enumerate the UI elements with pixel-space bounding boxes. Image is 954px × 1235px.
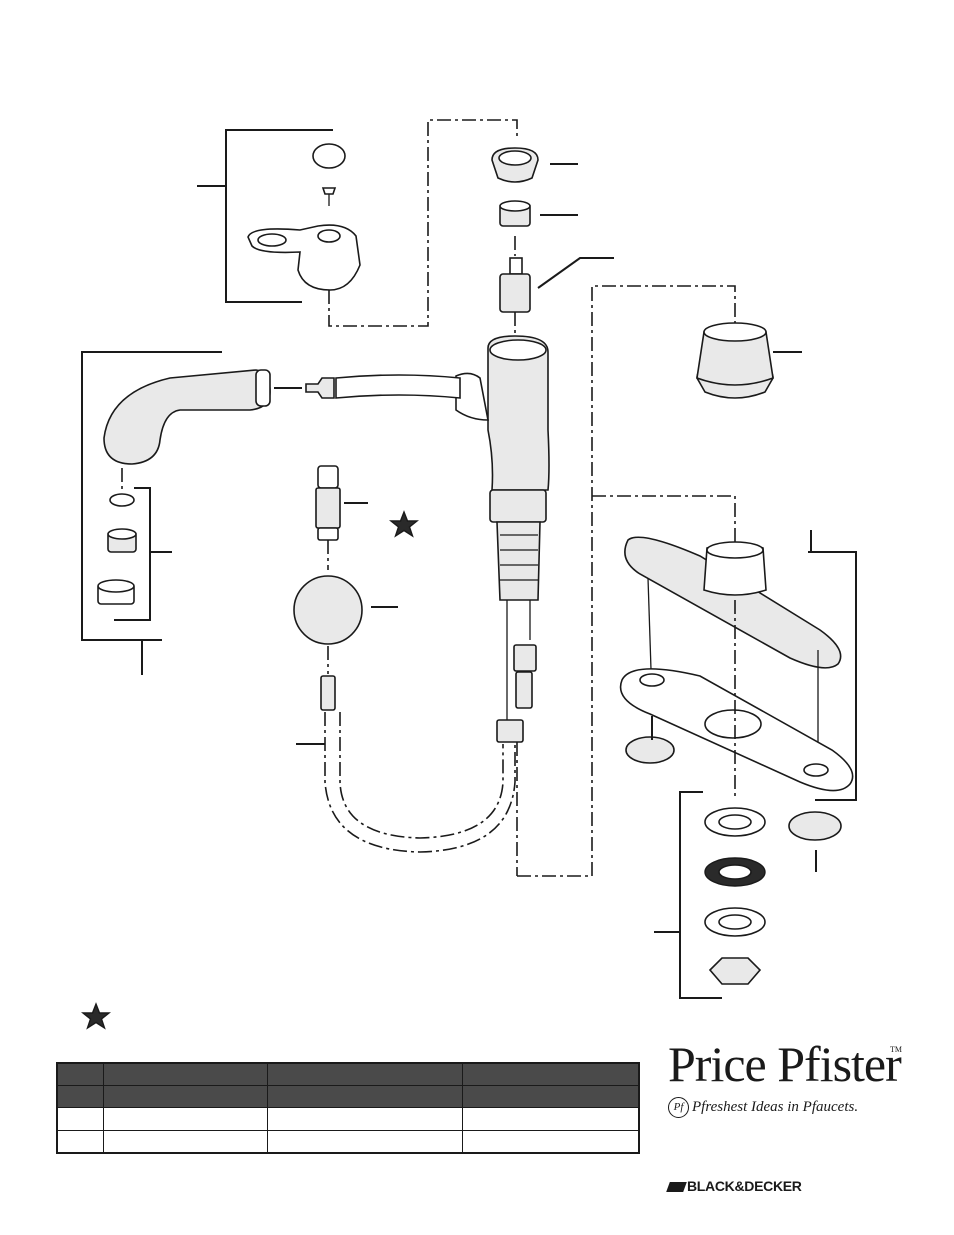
table-header-row — [56, 1062, 640, 1086]
handle-bracket — [225, 129, 333, 303]
table-row — [56, 1129, 640, 1154]
star-icon — [389, 510, 419, 538]
cartridge — [499, 273, 531, 313]
deck-plate-assembly — [619, 322, 857, 999]
pf-badge-icon: Pf — [668, 1097, 689, 1118]
cartridge-stem — [509, 257, 523, 275]
table-cell — [56, 1084, 104, 1109]
hose-weight-assembly — [293, 465, 516, 853]
star-icon — [81, 1002, 111, 1030]
handle-assembly — [197, 119, 518, 327]
trademark-mark: TM — [890, 1045, 902, 1054]
cartridge-stack — [491, 147, 614, 334]
mount-nut-right — [788, 811, 842, 841]
table-cell — [461, 1084, 640, 1109]
brand-tagline: Pfreshest Ideas in Pfaucets. — [692, 1098, 859, 1115]
lock-nut — [708, 957, 762, 985]
handle-screw — [321, 187, 337, 195]
table-header-cell — [461, 1062, 640, 1086]
table-cell — [102, 1084, 269, 1109]
parent-company-logo: BLACK&DECKER — [666, 1178, 802, 1198]
table-cell — [102, 1129, 269, 1154]
hose-fitting — [305, 377, 335, 399]
table-cell — [56, 1129, 104, 1154]
table-header-cell — [56, 1062, 104, 1086]
brand-name: Price Pfister — [668, 1036, 902, 1092]
spray-head — [103, 369, 271, 465]
deck-plate — [624, 536, 842, 669]
table-cell — [102, 1107, 269, 1131]
parent-company-name: BLACK&DECKER — [687, 1178, 802, 1194]
faucet-body — [455, 285, 736, 877]
table-cell — [461, 1129, 640, 1154]
table-row — [56, 1107, 640, 1131]
hose-weight — [293, 575, 363, 645]
spray-head-assembly — [81, 351, 461, 675]
spray-bracket — [81, 351, 222, 641]
table-cell — [267, 1084, 463, 1109]
table-cell — [461, 1107, 640, 1131]
table-header-cell — [267, 1062, 463, 1086]
handle-cap — [312, 143, 346, 169]
parts-table — [56, 1062, 640, 1154]
table-subheader-row — [56, 1084, 640, 1109]
table-cell — [56, 1107, 104, 1131]
table-cell — [267, 1129, 463, 1154]
table-cell — [267, 1107, 463, 1131]
parent-company-mark-icon — [666, 1182, 687, 1193]
table-header-cell — [102, 1062, 269, 1086]
mount-nut-left — [625, 736, 675, 764]
